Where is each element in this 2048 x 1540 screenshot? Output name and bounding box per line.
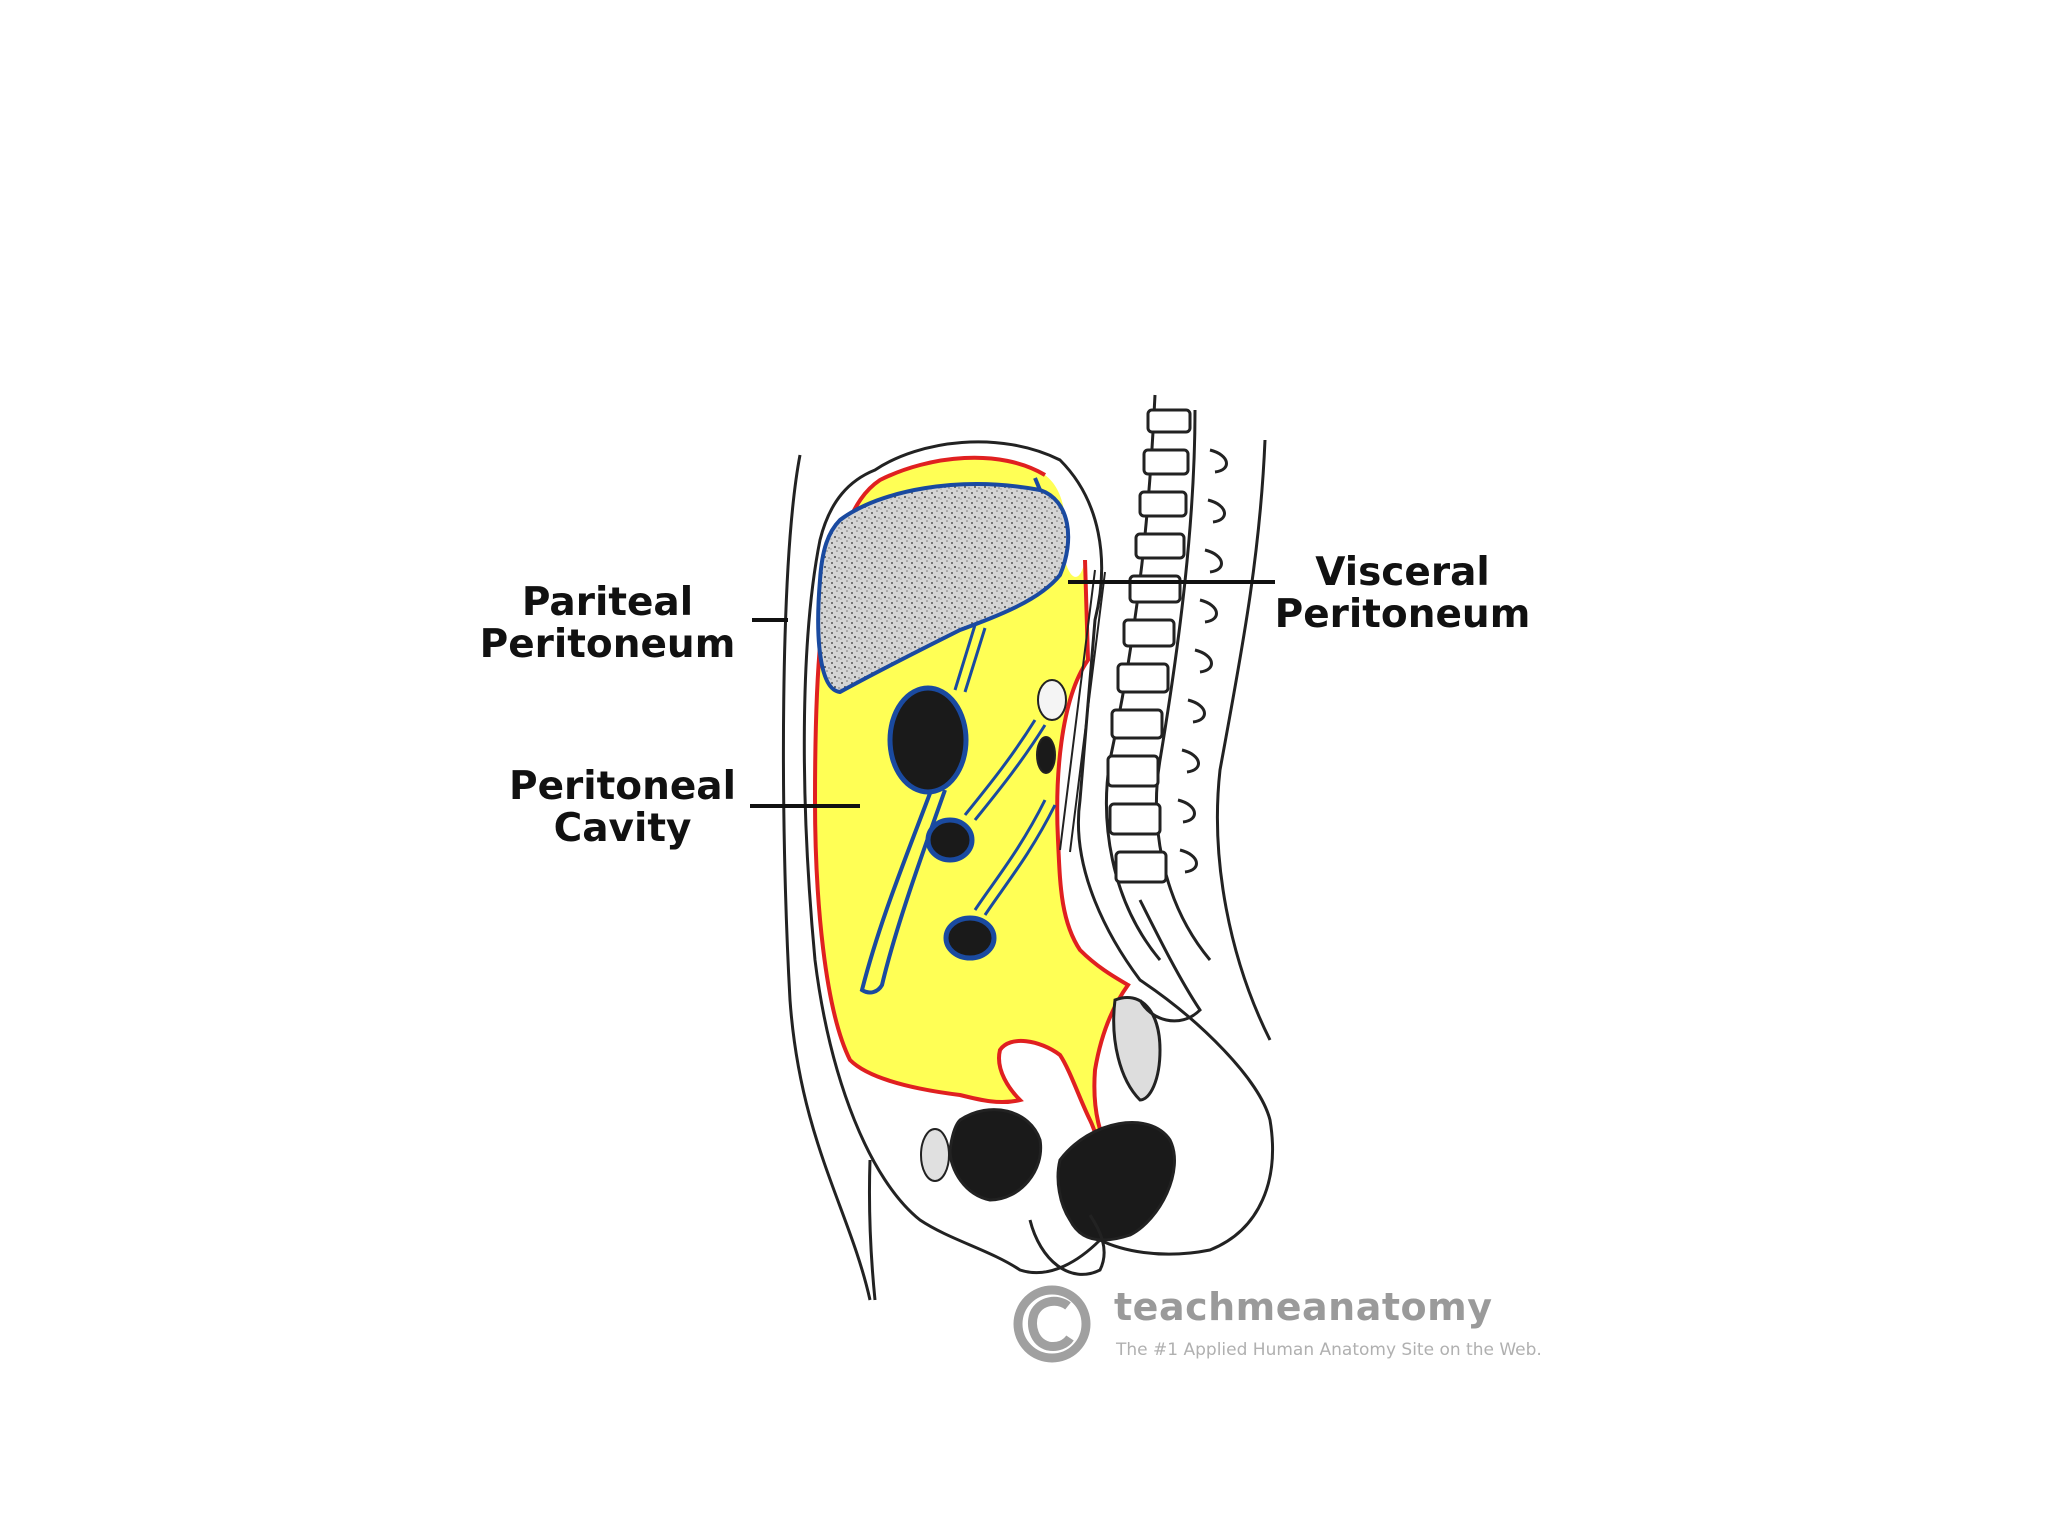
visceral-label-line2: Peritoneum — [1274, 592, 1531, 637]
small-intestine-loop — [943, 915, 997, 961]
mesentery-stomach — [953, 624, 987, 693]
mesentery-long-fold — [859, 779, 947, 995]
perineum-outline — [1028, 1214, 1106, 1276]
uterus — [1056, 1121, 1176, 1242]
parietal-label-line1: Pariteal — [521, 580, 694, 625]
mesentery-small-intestine-1 — [963, 719, 1047, 821]
watermark-tagline: The #1 Applied Human Anatomy Site on the… — [1116, 1340, 1542, 1360]
stomach — [887, 685, 969, 795]
liver — [816, 482, 1071, 695]
copyright-icon — [1013, 1285, 1091, 1363]
spinous-processes — [1177, 448, 1228, 874]
pubic-symphysis — [920, 1128, 950, 1182]
parietal-peritoneum-label: Pariteal Peritoneum — [470, 582, 745, 666]
cavity-label-line1: Peritoneal — [509, 764, 736, 809]
thigh-outline — [867, 1159, 877, 1301]
visceral-peritoneum-label: Visceral Peritoneum — [1270, 552, 1535, 636]
aorta — [1059, 569, 1106, 853]
transverse-colon — [925, 817, 975, 863]
bladder — [948, 1108, 1043, 1202]
rectum-pouch — [1112, 996, 1162, 1102]
pancreas — [1037, 679, 1067, 721]
visceral-label-line1: Visceral — [1315, 550, 1490, 595]
parietal-label-line2: Peritoneum — [479, 622, 736, 667]
liver-visceral-edge — [1033, 477, 1042, 491]
cavity-label-line2: Cavity — [553, 806, 692, 851]
mesentery-small-intestine-2 — [973, 799, 1057, 916]
duodenum — [1036, 736, 1056, 774]
anterior-body-wall-outline — [781, 454, 872, 1301]
vertebral-column — [1105, 394, 1272, 1041]
peritoneal-cavity-label: Peritoneal Cavity — [500, 766, 745, 850]
watermark-name: teachmeanatomy — [1114, 1285, 1493, 1329]
